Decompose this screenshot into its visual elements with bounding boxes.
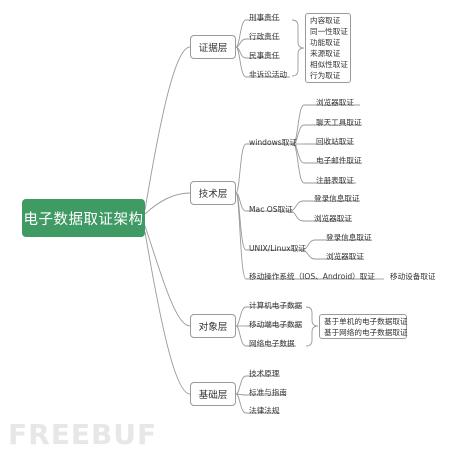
evidence-detail: 功能取证 (310, 38, 341, 47)
tech-windows-label: windows取证 (249, 138, 297, 147)
foundation-item: 法律法规 (249, 406, 280, 415)
root-label: 电子数据取证架构 (23, 211, 144, 228)
layer-foundation: 基础层 (190, 382, 236, 406)
evidence-detail: 内容取证 (310, 16, 341, 25)
windows-item: 聊天工具取证 (316, 118, 362, 127)
foundation-item: 技术原理 (249, 369, 280, 378)
edge-root-foundation (144, 231, 191, 395)
layer-evidence: 证据层 (190, 35, 236, 59)
tech-unix-label: UNIX/Linux取证 (249, 244, 306, 253)
layer-object-label: 对象层 (198, 322, 228, 333)
object-item: 移动端电子数据 (249, 320, 303, 329)
mac-item: 浏览器取证 (314, 214, 352, 223)
windows-item: 注册表取证 (316, 176, 354, 185)
evidence-item: 非诉讼活动 (249, 70, 287, 79)
mobile-item: 移动设备取证 (390, 272, 436, 281)
root-node: 电子数据取证架构 (22, 199, 145, 237)
object-item: 计算机电子数据 (249, 301, 303, 310)
evidence-detail: 同一性取证 (310, 27, 348, 36)
evidence-item: 刑事责任 (249, 13, 280, 22)
evidence-detail: 行为取证 (310, 71, 341, 80)
windows-item: 浏览器取证 (316, 98, 354, 107)
object-details-box: 基于单机的电子数据取证 基于网络的电子数据取证 (319, 314, 408, 339)
layer-technology: 技术层 (190, 181, 236, 205)
edge-root-technology (144, 192, 191, 215)
object-detail: 基于单机的电子数据取证 (324, 317, 408, 326)
layer-evidence-label: 证据层 (198, 43, 228, 54)
evidence-item: 民事责任 (249, 51, 280, 60)
evidence-details-box: 内容取证 同一性取证 功能取证 来源取证 相似性取证 行为取证 (305, 13, 351, 83)
unix-item: 浏览器取证 (326, 252, 364, 261)
object-item: 网络电子数据 (249, 339, 295, 348)
evidence-detail: 相似性取证 (310, 60, 348, 69)
windows-item: 回收站取证 (316, 137, 354, 146)
layer-foundation-label: 基础层 (198, 390, 228, 401)
mac-item: 登录信息取证 (314, 194, 360, 203)
tech-mobile-label: 移动操作系统（IOS、Android）取证 (249, 272, 375, 281)
watermark: FREEBUF (8, 418, 158, 451)
tech-mac-label: Mac OS取证 (249, 205, 293, 214)
object-detail: 基于网络的电子数据取证 (324, 328, 408, 337)
evidence-detail: 来源取证 (310, 49, 341, 58)
evidence-item: 行政责任 (249, 32, 280, 41)
windows-item: 电子邮件取证 (316, 156, 362, 165)
edge-root-object (144, 225, 191, 327)
edge-root-evidence (144, 46, 191, 211)
layer-object: 对象层 (190, 314, 236, 338)
unix-item: 登录信息取证 (326, 233, 372, 242)
layer-technology-label: 技术层 (198, 189, 228, 200)
foundation-item: 标准与指南 (249, 388, 287, 397)
